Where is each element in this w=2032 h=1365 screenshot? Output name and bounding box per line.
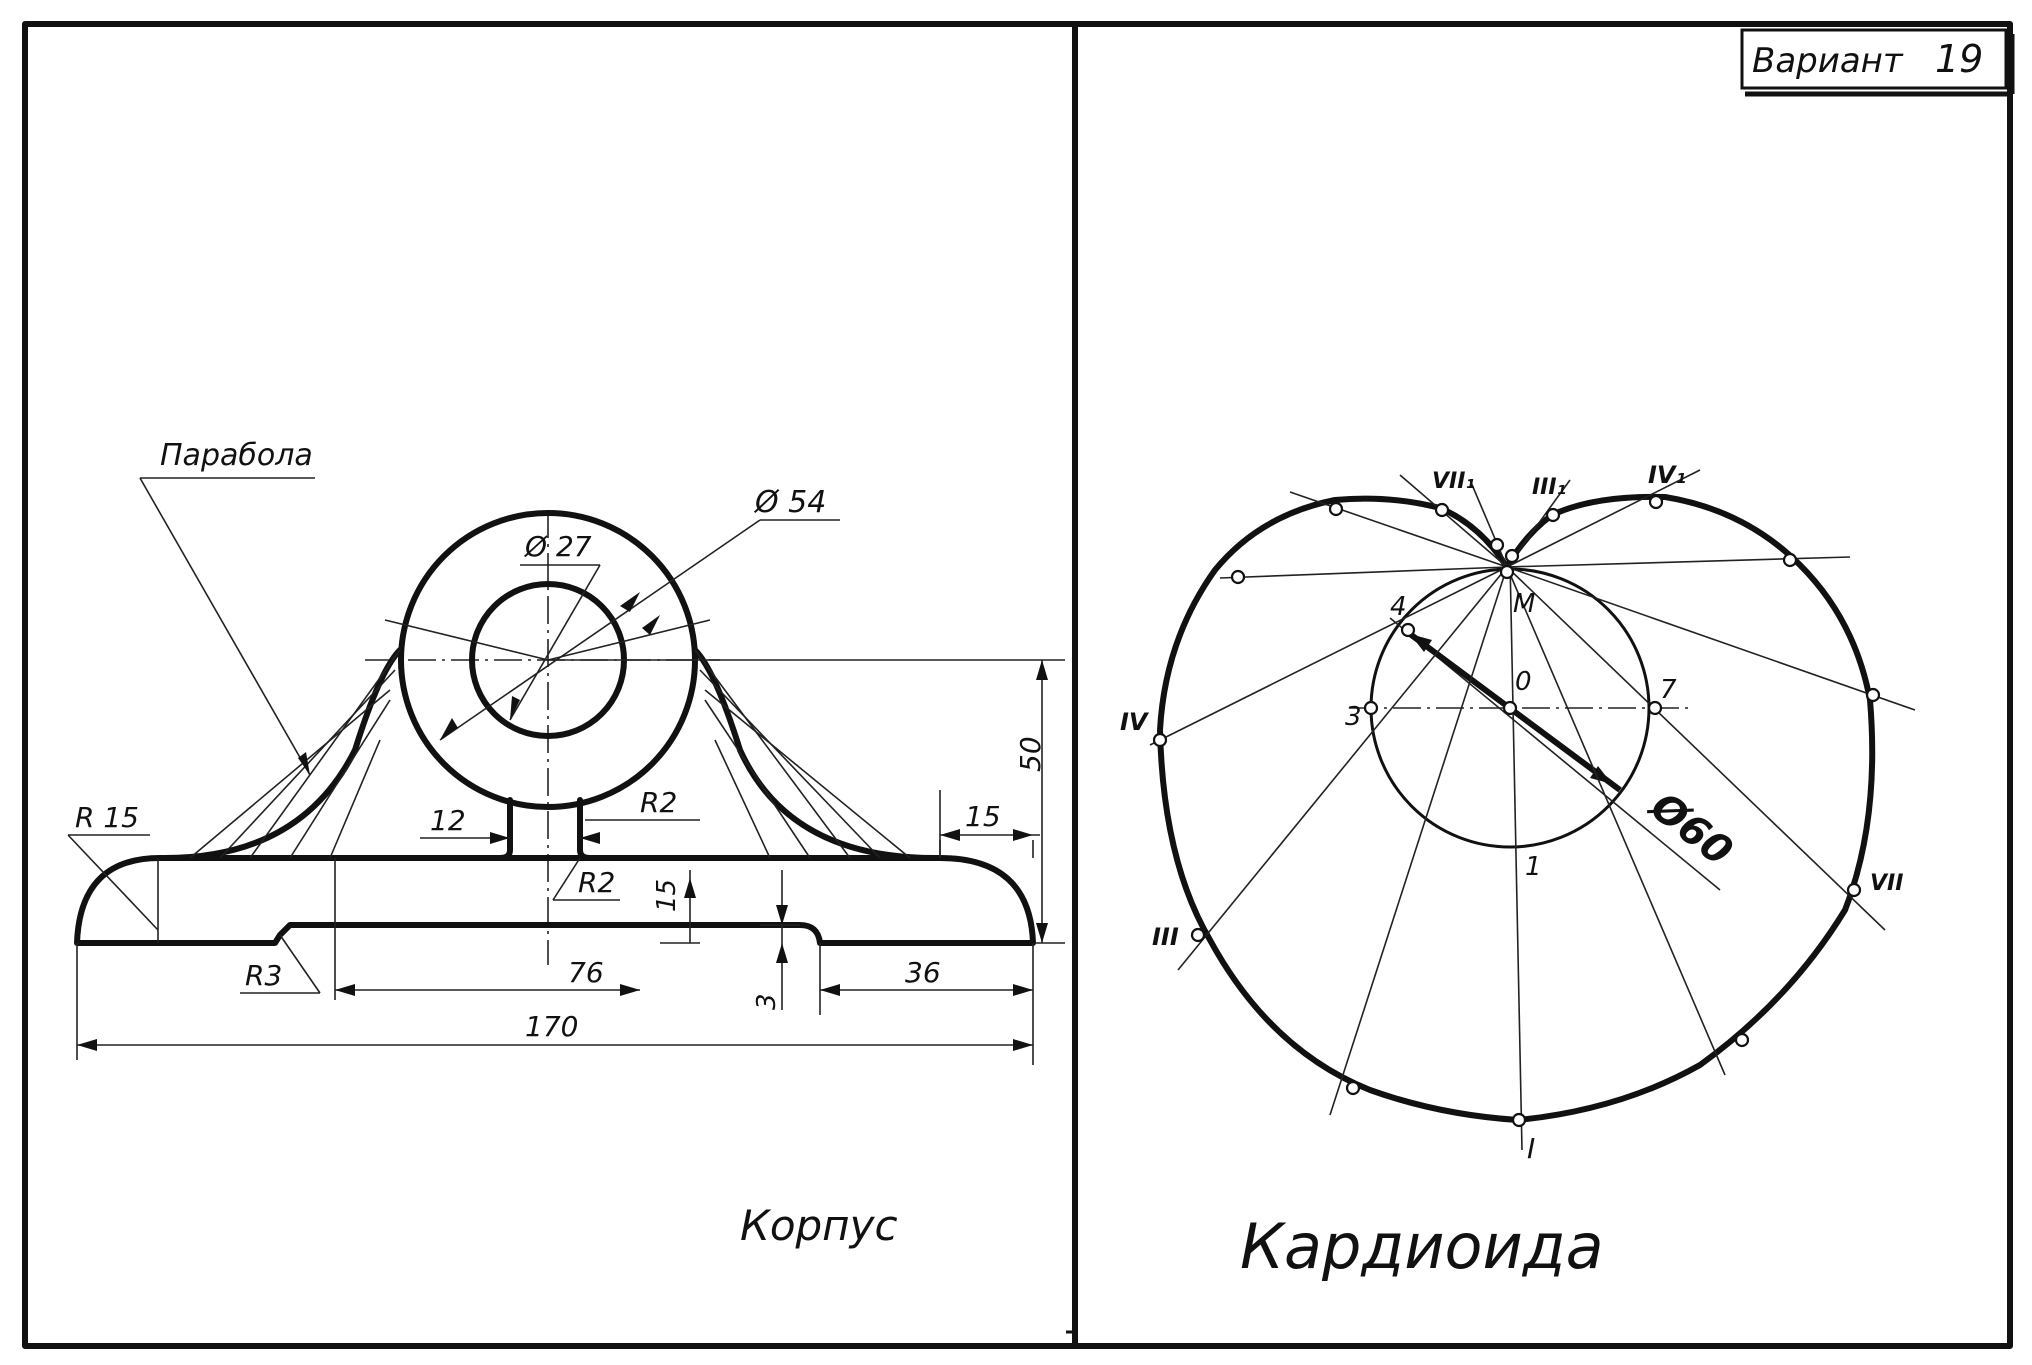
variant-box: Вариант 19 (1740, 28, 2015, 97)
cardioid-title: Кардиоида (1240, 1210, 1604, 1283)
dim-d54: Ø 54 (753, 485, 826, 520)
dimension-arrows (77, 592, 1048, 1051)
dim-3: 3 (752, 993, 782, 1010)
point-roman-iv: IV (1120, 708, 1150, 736)
parabola-label: Парабола (160, 438, 313, 473)
dim-76: 76 (568, 956, 604, 989)
dim-r15: R 15 (75, 801, 139, 834)
dim-r2-bottom: R2 (578, 866, 615, 899)
point-m: M (1513, 589, 1535, 619)
dim-15-vertical: 15 (652, 879, 682, 912)
point-4: 4 (1390, 592, 1407, 622)
point-7: 7 (1660, 675, 1677, 705)
parabola-construction (189, 619, 911, 859)
dim-d60: Ø60 (1640, 782, 1741, 875)
parabola-left (157, 647, 403, 862)
dim-12: 12 (430, 804, 466, 837)
base-outline (74, 855, 1036, 946)
variant-label: Вариант (1752, 41, 1904, 81)
point-roman-vii1: VII₁ (1432, 469, 1475, 494)
variant-number: 19 (1935, 37, 1983, 81)
point-roman-iii: III (1152, 923, 1179, 951)
dim-15-right: 15 (965, 800, 1001, 833)
dim-170: 170 (525, 1010, 578, 1043)
dim-r2-right: R2 (640, 786, 677, 819)
point-o: 0 (1515, 667, 1532, 697)
parabola-right (692, 647, 943, 862)
sheet-frame (22, 21, 2013, 1349)
housing-drawing: Парабола Ø 54 Ø 27 50 15 15 R 15 12 R2 R… (67, 438, 1065, 1250)
dim-d27: Ø 27 (524, 530, 592, 563)
housing-title: Корпус (740, 1201, 898, 1250)
dim-50: 50 (1014, 736, 1047, 772)
dim-36: 36 (905, 956, 941, 989)
point-roman-vii: VII (1870, 871, 1903, 896)
cardioid-points (1152, 494, 1881, 1128)
point-roman-iii1: III₁ (1532, 475, 1566, 500)
slot (497, 797, 593, 861)
point-roman-i: I (1527, 1132, 1535, 1165)
point-3: 3 (1345, 702, 1362, 732)
dimension-lines (67, 477, 1065, 1065)
point-roman-iv1: IV₁ (1648, 461, 1686, 489)
cardioid-drawing: M 0 1 3 4 7 I III IV VII IV₁ VII₁ III₁ Ø… (1120, 461, 1916, 1283)
dim-r3: R3 (245, 959, 282, 992)
point-1: 1 (1525, 852, 1542, 882)
